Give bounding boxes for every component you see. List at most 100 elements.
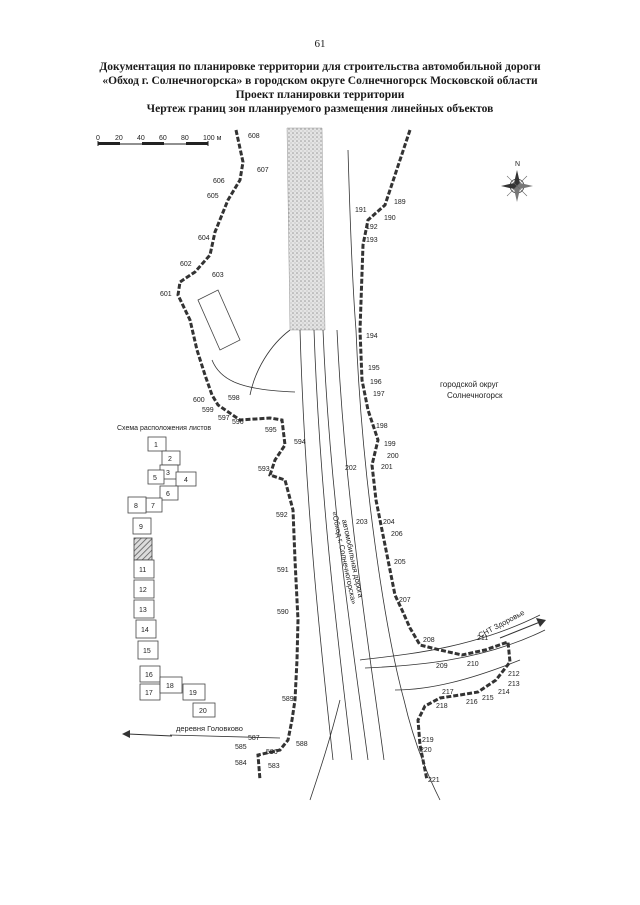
point-label: 608 [248,133,260,140]
scale-tick-label: 100 м [203,135,222,142]
point-label: 588 [296,741,308,748]
scale-tick-label: 60 [159,135,167,142]
point-label: 203 [356,519,368,526]
point-label: 584 [235,760,247,767]
point-label: 604 [198,235,210,242]
point-label: 211 [477,635,488,642]
point-label: 219 [422,737,434,744]
point-label: 206 [391,531,403,538]
sheet-number: 5 [153,475,157,482]
sheet-number: 16 [145,672,153,679]
point-label: 208 [423,637,435,644]
sheet-number: 9 [139,524,143,531]
sheet-number: 8 [134,503,138,510]
point-label: 591 [277,567,289,574]
district-label-line-2: Солнечногорск [447,391,503,400]
point-label: 594 [294,439,306,446]
point-label: 595 [265,427,277,434]
title-line-4: Чертеж границ зон планируемого размещени… [146,103,494,115]
point-label: 201 [381,464,393,471]
sheet-number: 1 [154,442,158,449]
building-outline [197,289,241,351]
compass-rose-icon: N [501,161,533,202]
point-label: 199 [384,441,396,448]
boundary-point-labels: 608 607 606 605 604 602 603 601 600 598 … [160,133,520,784]
point-label: 191 [355,207,367,214]
point-label: 607 [257,167,269,174]
point-label: 214 [498,689,510,696]
compass-north-label: N [515,161,520,168]
scale-tick-label: 80 [181,135,189,142]
point-label: 597 [218,415,230,422]
point-label: 212 [508,671,520,678]
point-label: 606 [213,178,225,185]
point-label: 221 [428,777,440,784]
point-label: 198 [376,423,388,430]
sheet-number: 18 [166,683,174,690]
point-label: 197 [373,391,385,398]
sheet-number: 6 [166,491,170,498]
sheet-number: 12 [139,587,147,594]
point-label: 210 [467,661,479,668]
sheet-number: 13 [139,607,147,614]
point-label: 202 [345,465,357,472]
point-label: 599 [202,407,214,414]
sheet-number: 15 [143,648,151,655]
point-label: 194 [366,333,378,340]
railway-strip [286,127,326,331]
sheet-number: 7 [151,503,155,510]
point-label: 598 [228,395,240,402]
road-lines [169,149,546,801]
point-label: 218 [436,703,448,710]
point-label: 205 [394,559,406,566]
sheet-number: 20 [199,708,207,715]
scale-tick-label: 20 [115,135,123,142]
sheet-number: 19 [189,690,197,697]
point-label: 590 [277,609,289,616]
point-label: 193 [366,237,378,244]
point-label: 603 [212,272,224,279]
point-label: 587 [248,735,260,742]
point-label: 593 [258,466,270,473]
point-label: 586 [266,749,278,756]
west-zone-boundary [176,129,300,781]
sheet-layout-scheme: Схема расположения листов 1 2 3 4 [117,425,216,718]
point-label: 189 [394,199,406,206]
document-title: Документация по планировке территории дл… [30,60,610,116]
point-label: 220 [420,747,432,754]
point-label: 216 [466,699,478,706]
page-number: 61 [314,38,326,50]
point-label: 592 [276,512,288,519]
scale-tick-label: 0 [96,135,100,142]
point-label: 190 [384,215,396,222]
point-label: 596 [232,419,244,426]
snt-label: СНТ Здоровье [477,608,526,640]
east-zone-boundary [358,129,512,781]
point-label: 602 [180,261,192,268]
district-label-line-1: городской округ [440,380,499,389]
point-label: 601 [160,291,172,298]
title-line-1: Документация по планировке территории дл… [99,61,541,73]
sheet-number: 3 [166,470,170,477]
title-line-3: Проект планировки территории [235,89,405,101]
scale-tick-label: 40 [137,135,145,142]
title-line-2: «Обход г. Солнечногорска» в городском ок… [102,75,538,87]
point-label: 195 [368,365,380,372]
village-label: деревня Головково [176,724,243,733]
sheet-number: 4 [184,477,188,484]
point-label: 200 [387,453,399,460]
point-label: 204 [383,519,395,526]
scheme-title: Схема расположения листов [117,425,211,432]
point-label: 209 [436,663,448,670]
sheet-number: 14 [141,627,149,634]
point-label: 589 [282,696,294,703]
point-label: 585 [235,744,247,751]
arrow-right-icon [499,618,546,639]
point-label: 583 [268,763,280,770]
point-label: 192 [366,224,378,231]
sheet-number: 11 [139,567,146,574]
point-label: 207 [399,597,411,604]
point-label: 196 [370,379,382,386]
point-label: 605 [207,193,219,200]
